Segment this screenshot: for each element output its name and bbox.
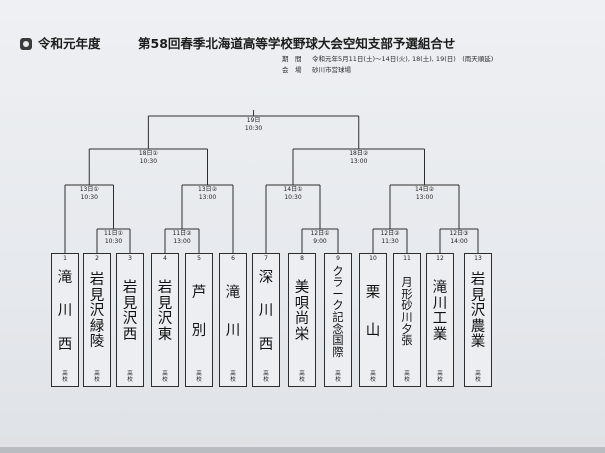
school-suffix: 高校 [196, 370, 202, 383]
game-time: 9:00 [313, 238, 327, 245]
game-day: 12日② [380, 230, 400, 237]
school-suffix: 高校 [335, 370, 341, 383]
game-day: 19日 [246, 117, 261, 124]
team-seed: 1 [63, 255, 67, 262]
team-name: 芦別 [191, 285, 207, 339]
game-time: 10:30 [244, 125, 263, 132]
school-suffix: 高校 [475, 370, 481, 383]
period-value: 令和元年5月11日(土)〜14日(火), 18(土), 19(日) (雨天順延) [312, 55, 494, 63]
game-day: 18日② [349, 150, 369, 157]
game-day: 13日② [197, 186, 217, 193]
team-2: 2 岩見沢緑陵高校 [83, 253, 111, 387]
school-suffix: 高校 [263, 370, 269, 383]
team-3: 3 岩見沢西高校 [116, 253, 144, 387]
team-seed: 8 [300, 255, 304, 262]
team-name: 滝川工業 [432, 280, 448, 343]
fiscal-year: 令和元年度 [38, 36, 101, 51]
team-7: 7 深川西高校 [252, 253, 280, 387]
school-suffix: 高校 [127, 370, 133, 383]
game-time: 10:30 [284, 194, 302, 201]
school-suffix: 高校 [94, 370, 100, 383]
team-name: 深川西 [258, 270, 274, 353]
team-9: 9 クラーク記念国際高校 [324, 253, 352, 387]
game-time: 11:30 [381, 238, 399, 245]
team-name: 月形砂川夕張 [401, 276, 413, 348]
team-seed: 12 [436, 255, 444, 262]
school-suffix: 高校 [299, 370, 305, 383]
team-seed: 7 [264, 255, 268, 262]
venue-value: 砂川市営球場 [312, 66, 351, 74]
team-6: 6 滝川高校 [219, 253, 247, 387]
game-time: 10:30 [80, 194, 98, 201]
team-13: 13 岩見沢農業高校 [464, 253, 492, 387]
game-day: 11日① [103, 230, 123, 237]
game-day: 14日② [414, 186, 434, 193]
team-name: 滝川 [225, 285, 241, 339]
federation-logo-icon [20, 38, 32, 50]
game-day: 14日① [283, 186, 303, 193]
team-name: 岩見沢緑陵 [89, 272, 105, 351]
game-time: 10:30 [139, 158, 158, 165]
school-suffix: 高校 [230, 370, 236, 383]
team-seed: 11 [403, 255, 411, 262]
team-12: 12 滝川工業高校 [426, 253, 454, 387]
team-8: 8 美唄尚栄高校 [288, 253, 316, 387]
table-edge [0, 447, 605, 453]
team-name: クラーク記念国際 [332, 264, 344, 359]
game-day: 12日③ [449, 230, 469, 237]
school-suffix: 高校 [370, 370, 376, 383]
team-seed: 9 [336, 255, 340, 262]
team-seed: 5 [197, 255, 201, 262]
team-name: 栗山 [365, 285, 381, 339]
team-1: 1 滝川西高校 [51, 253, 79, 387]
game-day: 13日① [79, 186, 99, 193]
venue-label: 会 場 [282, 66, 302, 74]
team-seed: 13 [474, 255, 482, 262]
game-day: 11日② [172, 230, 192, 237]
team-4: 4 岩見沢東高校 [151, 253, 179, 387]
team-seed: 6 [231, 255, 235, 262]
team-name: 美唄尚栄 [294, 280, 310, 343]
game-time: 13:00 [173, 238, 191, 245]
school-suffix: 高校 [404, 370, 410, 383]
team-11: 11 月形砂川夕張高校 [393, 253, 421, 387]
game-time: 13:00 [198, 194, 217, 201]
team-seed: 10 [369, 255, 377, 262]
team-name: 岩見沢東 [157, 280, 173, 343]
game-day: 18日① [138, 150, 158, 157]
team-seed: 3 [128, 255, 132, 262]
game-time: 10:30 [104, 238, 123, 245]
team-5: 5 芦別高校 [185, 253, 213, 387]
school-suffix: 高校 [162, 370, 168, 383]
school-suffix: 高校 [437, 370, 443, 383]
team-seed: 4 [163, 255, 167, 262]
team-10: 10 栗山高校 [359, 253, 387, 387]
school-suffix: 高校 [62, 370, 68, 383]
game-time: 13:00 [350, 158, 368, 165]
team-name: 岩見沢西 [122, 280, 138, 343]
team-name: 岩見沢農業 [470, 272, 486, 351]
page-title: 第58回春季北海道高等学校野球大会空知支部予選組合せ [138, 36, 456, 51]
game-time: 13:00 [415, 194, 434, 201]
team-name: 滝川西 [57, 270, 73, 353]
period-label: 期 間 [282, 55, 302, 63]
game-day: 12日① [310, 230, 330, 237]
team-seed: 2 [95, 255, 99, 262]
game-time: 14:00 [450, 238, 468, 245]
